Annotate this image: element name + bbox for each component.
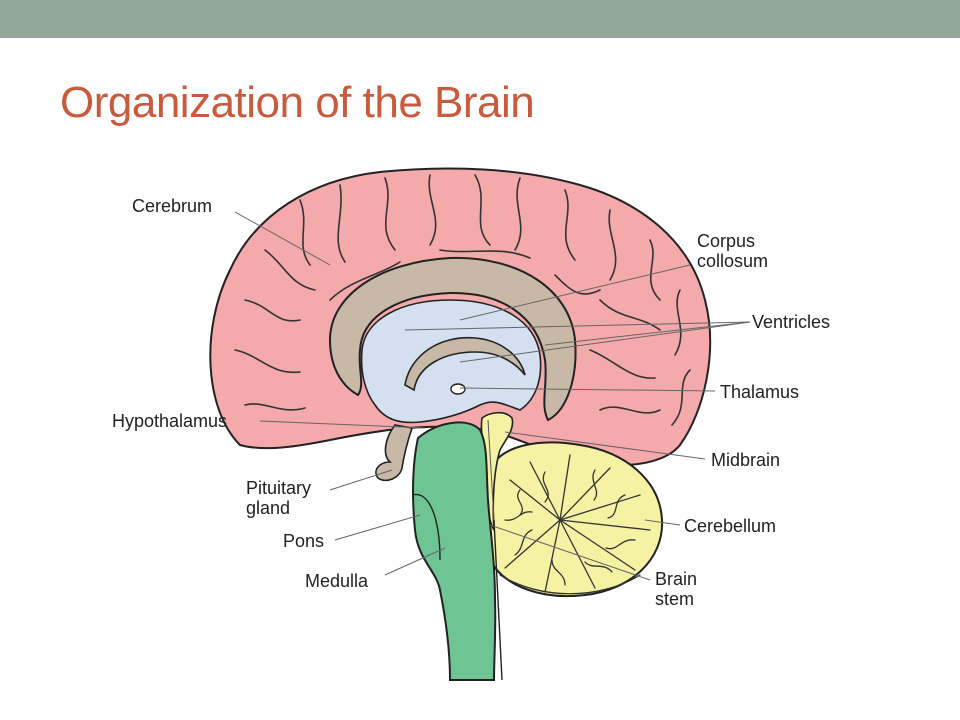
label-pituitary-line1: Pituitary [246, 478, 311, 498]
top-accent-bar [0, 0, 960, 38]
page-title: Organization of the Brain [60, 78, 535, 127]
cerebellum-folia [499, 454, 651, 595]
label-hypothalamus: Hypothalamus [112, 411, 227, 431]
label-pons: Pons [283, 531, 324, 551]
thalamus-shape [450, 383, 466, 395]
brain-stem-shape [412, 421, 497, 681]
fornix-shape [404, 336, 526, 392]
label-cerebrum: Cerebrum [132, 196, 212, 216]
label-ventricles: Ventricles [752, 312, 830, 332]
label-thalamus: Thalamus [720, 382, 799, 402]
label-brain-stem-line2: stem [655, 589, 694, 609]
label-corpus-collosum-line1: Corpus [697, 231, 755, 251]
pituitary-gland-shape [375, 424, 414, 482]
label-midbrain: Midbrain [711, 450, 780, 470]
ventricles-shape [360, 299, 542, 424]
label-pituitary-line2: gland [246, 498, 290, 518]
label-cerebellum: Cerebellum [684, 516, 776, 536]
corpus-collosum-shape [328, 256, 577, 422]
cerebrum-folds [234, 174, 691, 426]
leader-lines [234, 211, 751, 581]
label-medulla: Medulla [305, 571, 369, 591]
label-corpus-collosum-line2: collosum [697, 251, 768, 271]
label-brain-stem-line1: Brain [655, 569, 697, 589]
cerebellum-shape [482, 441, 664, 598]
